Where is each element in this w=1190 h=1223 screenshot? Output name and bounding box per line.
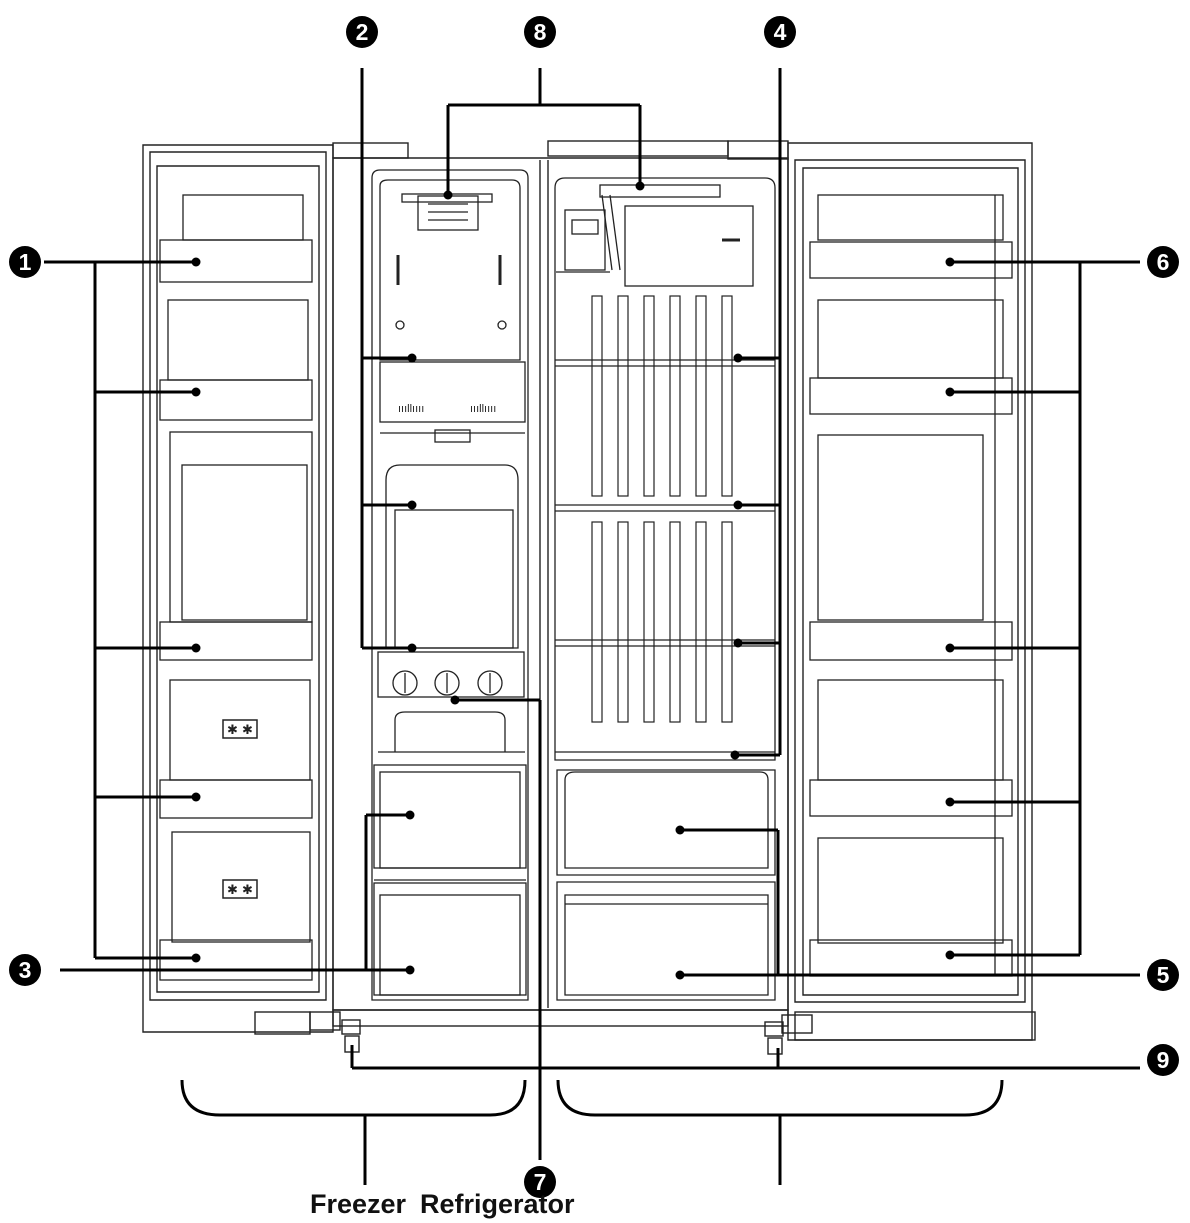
freezer-mark-1: ✱ ✱: [227, 723, 253, 738]
callout-1: 1: [9, 246, 41, 278]
svg-text:3: 3: [19, 957, 32, 983]
leader-lines: [44, 68, 1140, 1185]
svg-text:2: 2: [356, 19, 369, 45]
refrigerator-crispers: [556, 769, 776, 1001]
bottom-hinges: [309, 1011, 813, 1055]
callout-3: 3: [9, 954, 41, 986]
refrigerator-compartment: [554, 177, 776, 761]
svg-text:7: 7: [534, 1169, 547, 1195]
svg-text:5: 5: [1157, 962, 1170, 988]
svg-text:4: 4: [774, 19, 787, 45]
callout-9: 9: [1147, 1044, 1179, 1076]
svg-text:1: 1: [19, 249, 32, 275]
svg-text:ıııllıııı: ıııllıııı: [470, 403, 496, 415]
callout-6: 6: [1147, 246, 1179, 278]
callout-2: 2: [346, 16, 378, 48]
freezer-compartment: ıııllıııı ıııllıııı: [371, 169, 529, 1001]
leader-dots: [191, 181, 955, 980]
freezer-mark-2: ✱ ✱: [227, 883, 253, 898]
cabinet: [142, 140, 1036, 1041]
refrigerator-door-bins: [809, 194, 1013, 977]
svg-text:8: 8: [534, 19, 547, 45]
svg-text:6: 6: [1157, 249, 1170, 275]
caption-freezer: Freezer: [310, 1189, 407, 1219]
callout-5: 5: [1147, 959, 1179, 991]
refrigerator-shelf-slats: [591, 295, 733, 723]
callout-7: 7: [524, 1166, 556, 1198]
freezer-door-bins: ✱ ✱ ✱ ✱: [159, 194, 313, 981]
caption-refrigerator: Refrigerator: [420, 1189, 575, 1219]
svg-text:9: 9: [1157, 1047, 1170, 1073]
callout-4: 4: [764, 16, 796, 48]
svg-text:ıııllıııı: ıııllıııı: [398, 403, 424, 415]
callout-8: 8: [524, 16, 556, 48]
